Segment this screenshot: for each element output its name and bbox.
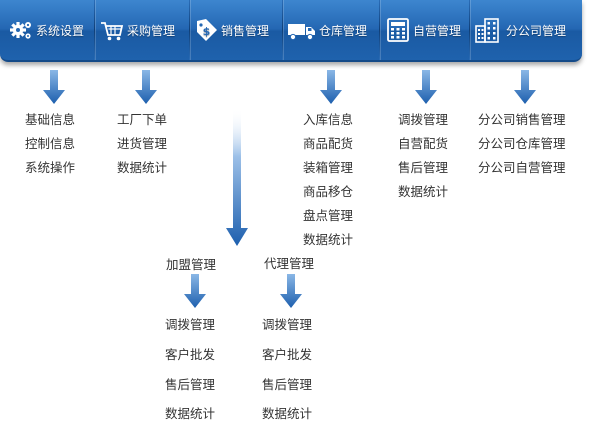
menu-label: 仓库管理	[319, 23, 368, 38]
franchise-item[interactable]: 数据统计	[165, 406, 216, 421]
system-item[interactable]: 基础信息	[25, 112, 76, 127]
office-building-icon	[474, 17, 504, 43]
arrow-down-icon	[320, 70, 342, 104]
warehouse-item[interactable]: 商品配货	[303, 136, 354, 151]
main-menu-bar: 系统设置 采购管理 $ 销售管理	[0, 0, 582, 62]
franchise-item[interactable]: 调拨管理	[165, 317, 216, 332]
menu-sales-management[interactable]: $ 销售管理	[193, 0, 269, 60]
menu-purchase-management[interactable]: 采购管理	[99, 0, 175, 60]
self-run-item[interactable]: 数据统计	[398, 184, 449, 199]
arrow-down-icon	[415, 70, 437, 104]
menu-label: 系统设置	[36, 23, 85, 38]
long-arrow-down-icon	[226, 108, 248, 246]
purchase-item[interactable]: 工厂下单	[117, 112, 168, 127]
menu-label: 采购管理	[127, 23, 176, 38]
self-run-item[interactable]: 调拨管理	[398, 112, 449, 127]
arrow-down-icon	[514, 70, 536, 104]
self-run-item[interactable]: 售后管理	[398, 160, 449, 175]
branch-item[interactable]: 分公司仓库管理	[478, 136, 566, 151]
warehouse-item[interactable]: 商品移仓	[303, 184, 354, 199]
menu-warehouse-management[interactable]: 仓库管理	[287, 0, 367, 60]
system-item[interactable]: 系统操作	[25, 160, 76, 175]
arrow-down-icon	[280, 274, 302, 308]
self-run-item[interactable]: 自营配货	[398, 136, 449, 151]
shopping-cart-icon	[99, 17, 125, 43]
franchise-item[interactable]: 客户批发	[165, 347, 216, 362]
purchase-item[interactable]: 数据统计	[117, 160, 168, 175]
arrow-down-icon	[43, 70, 65, 104]
system-item[interactable]: 控制信息	[25, 136, 76, 151]
agent-item[interactable]: 数据统计	[262, 406, 313, 421]
warehouse-item[interactable]: 数据统计	[303, 232, 354, 247]
franchise-item[interactable]: 售后管理	[165, 377, 216, 392]
warehouse-item[interactable]: 盘点管理	[303, 208, 354, 223]
branch-item[interactable]: 分公司销售管理	[478, 112, 566, 127]
warehouse-item[interactable]: 入库信息	[303, 112, 354, 127]
calculator-icon	[385, 17, 411, 43]
menu-label: 自营管理	[413, 23, 462, 38]
menu-label: 销售管理	[221, 23, 270, 38]
purchase-item[interactable]: 进货管理	[117, 136, 168, 151]
arrow-down-icon	[135, 70, 157, 104]
branch-item[interactable]: 分公司自营管理	[478, 160, 566, 175]
gear-icon	[8, 17, 34, 43]
price-tag-icon: $	[193, 17, 219, 43]
menu-branch-management[interactable]: 分公司管理	[474, 0, 566, 60]
menu-separator	[282, 0, 283, 60]
agent-item[interactable]: 售后管理	[262, 377, 313, 392]
warehouse-item[interactable]: 装箱管理	[303, 160, 354, 175]
agent-management-label[interactable]: 代理管理	[264, 256, 315, 271]
menu-system-settings[interactable]: 系统设置	[8, 0, 84, 60]
arrow-down-icon	[184, 274, 206, 308]
menu-label: 分公司管理	[506, 23, 567, 38]
menu-separator	[189, 0, 190, 60]
franchise-management-label[interactable]: 加盟管理	[166, 257, 217, 272]
agent-item[interactable]: 调拨管理	[262, 317, 313, 332]
menu-separator	[94, 0, 95, 60]
agent-item[interactable]: 客户批发	[262, 347, 313, 362]
svg-text:$: $	[203, 25, 211, 38]
menu-self-run-management[interactable]: 自营管理	[385, 0, 461, 60]
menu-separator	[469, 0, 470, 60]
delivery-truck-icon	[287, 17, 317, 43]
menu-separator	[379, 0, 380, 60]
